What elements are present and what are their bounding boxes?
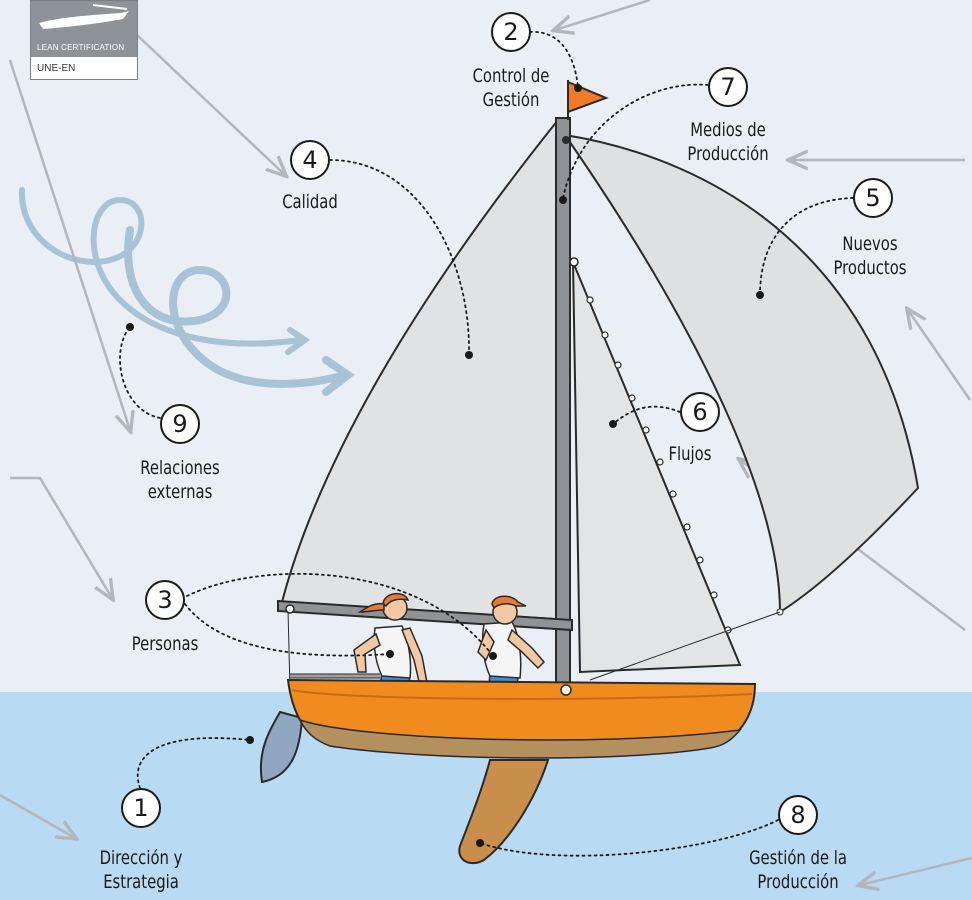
- item-7-number: 7: [708, 67, 748, 107]
- item-1-number: 1: [121, 788, 161, 828]
- mast-foot: [560, 684, 572, 696]
- item-9-label: Relaciones externas: [125, 456, 234, 504]
- item-4-number: 4: [290, 140, 330, 180]
- item-6-label: Flujos: [643, 442, 737, 466]
- item-8-label-line-2: Producción: [757, 871, 839, 893]
- keel: [458, 759, 550, 865]
- rudder: [259, 710, 304, 784]
- item-7-label: Medios de Producción: [673, 118, 782, 166]
- item-1-label-line-1: Dirección y: [99, 847, 183, 869]
- target-dots: [126, 84, 764, 847]
- main-sheet: [287, 609, 291, 691]
- hull-stripe: [291, 689, 753, 700]
- item-5-label-line-2: Productos: [833, 257, 907, 279]
- main-sail: [280, 117, 572, 622]
- item-2-label-line-2: Gestión: [482, 89, 540, 111]
- item-1-label-line-2: Estrategia: [103, 871, 179, 893]
- item-9-label-line-2: externas: [147, 481, 213, 503]
- jib-head-ring: [569, 257, 579, 267]
- item-2-label: Control de Gestión: [456, 64, 565, 112]
- item-6-number: 6: [680, 392, 720, 432]
- item-8-number: 8: [778, 795, 818, 835]
- hull-bottom: [298, 718, 742, 759]
- item-5-number: 5: [853, 178, 893, 218]
- logo-boat-icon: [39, 4, 129, 29]
- lean-certification-logo: LEAN CERTIFICATION UNE-EN: [30, 0, 138, 80]
- item-2-label-line-1: Control de: [472, 65, 550, 87]
- item-3-label: Personas: [110, 632, 219, 656]
- item-4-label-line-1: Calidad: [282, 191, 338, 213]
- item-6-label-line-1: Flujos: [668, 443, 712, 465]
- item-8-label-line-1: Gestión de la: [749, 847, 847, 869]
- mast: [555, 117, 571, 694]
- leader-lines: [119, 31, 854, 857]
- item-7-label-line-1: Medios de: [690, 119, 766, 141]
- item-2-number: 2: [491, 12, 531, 52]
- item-5-label-line-1: Nuevos: [842, 233, 898, 255]
- boom-end: [285, 604, 295, 614]
- item-4-label: Calidad: [263, 190, 357, 214]
- spinnaker-sail: [562, 133, 920, 614]
- item-8-label: Gestión de la Producción: [736, 846, 861, 894]
- item-3-label-line-1: Personas: [131, 633, 199, 655]
- logo-standard-text: UNE-EN: [37, 63, 76, 74]
- item-5-label: Nuevos Productos: [815, 232, 924, 280]
- item-9-number: 9: [160, 404, 200, 444]
- item-1-label: Dirección y Estrategia: [79, 846, 204, 894]
- item-7-label-line-2: Producción: [687, 143, 769, 165]
- logo-graphic: LEAN CERTIFICATION: [31, 1, 137, 57]
- item-9-label-line-1: Relaciones: [140, 457, 220, 479]
- item-3-number: 3: [145, 580, 185, 620]
- spinnaker-sheet: [589, 611, 781, 681]
- mast-top-block: [562, 136, 570, 144]
- logo-certification-text: LEAN CERTIFICATION: [37, 43, 125, 52]
